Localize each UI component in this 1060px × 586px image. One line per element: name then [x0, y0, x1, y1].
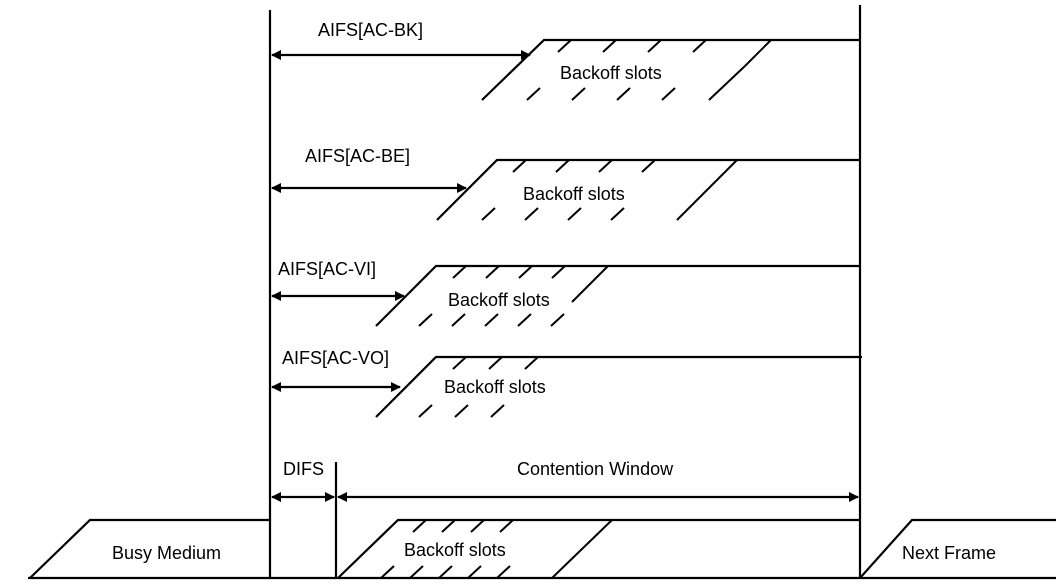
ac-be-backoff-edge: [436, 158, 860, 221]
ac-be-aifs-label: AIFS[AC-BE]: [305, 146, 410, 166]
ac-bk-row: AIFS[AC-BK] Backoff slots: [271, 20, 860, 101]
bottom-backoff-label: Backoff slots: [404, 540, 506, 560]
contention-window-label: Contention Window: [517, 459, 674, 479]
next-frame-edge: [859, 518, 1056, 579]
ac-vi-row: AIFS[AC-VI] Backoff slots: [271, 259, 860, 327]
bottom-backoff-edge: [337, 518, 860, 579]
next-frame-label: Next Frame: [902, 543, 996, 563]
ac-bk-backoff-edge: [481, 38, 860, 101]
ac-bk-aifs-label: AIFS[AC-BK]: [318, 20, 423, 40]
ac-bk-backoff-label: Backoff slots: [560, 63, 662, 83]
ac-be-backoff-hatching: [481, 159, 738, 221]
ac-vo-aifs-label: AIFS[AC-VO]: [282, 348, 389, 368]
ac-vo-backoff-edge: [375, 355, 862, 418]
ac-bk-backoff-hatching: [526, 39, 772, 101]
ac-be-row: AIFS[AC-BE] Backoff slots: [271, 146, 860, 221]
ac-vo-row: AIFS[AC-VO] Backoff slots: [271, 348, 862, 418]
ac-be-backoff-label: Backoff slots: [523, 184, 625, 204]
ac-vo-backoff-label: Backoff slots: [444, 377, 546, 397]
busy-medium-frame: [29, 518, 270, 579]
ac-vi-backoff-label: Backoff slots: [448, 290, 550, 310]
ac-vo-backoff-hatching: [418, 356, 539, 418]
bottom-backoff-hatching: [380, 519, 613, 579]
ac-vi-aifs-label: AIFS[AC-VI]: [278, 259, 376, 279]
ac-vi-backoff-hatching: [418, 265, 609, 327]
ac-vi-backoff-edge: [375, 264, 860, 327]
difs-label: DIFS: [283, 459, 324, 479]
busy-medium-label: Busy Medium: [112, 543, 221, 563]
